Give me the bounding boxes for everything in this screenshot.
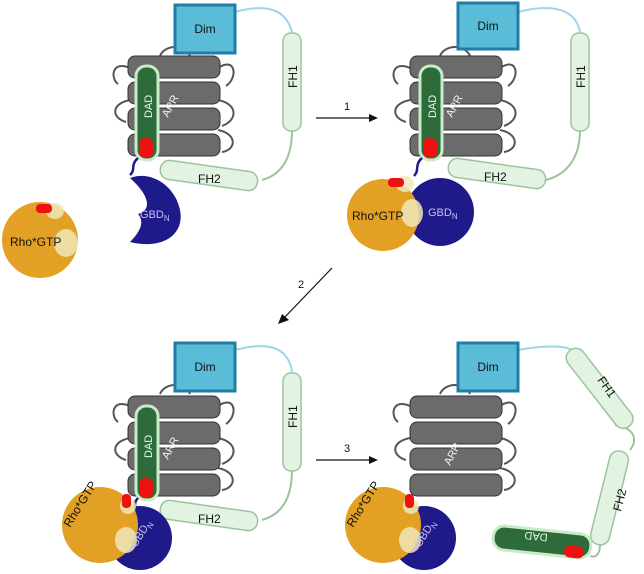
fh2-label: FH2 xyxy=(484,170,507,184)
fh1-label: FH1 xyxy=(574,65,588,88)
gbd-label: GBDN xyxy=(140,209,170,223)
dim-domain xyxy=(173,341,237,393)
dad-label: DAD xyxy=(427,95,439,118)
rho-gtp: Rho*GTP xyxy=(344,479,421,563)
dim-label: Dim xyxy=(194,22,215,36)
dim-fh1-linker xyxy=(234,7,293,33)
fh2-domain xyxy=(447,157,547,190)
step-2-label: 2 xyxy=(298,279,304,291)
rho-gtp-label: Rho*GTP xyxy=(352,209,403,223)
dim-label: Dim xyxy=(477,360,498,374)
step-1: 1 xyxy=(316,101,378,122)
dad-basic-patch xyxy=(139,138,153,158)
fh2-domain xyxy=(159,499,259,532)
switch-region xyxy=(54,229,78,257)
rho-contact-patch xyxy=(36,204,52,213)
fh1-fh2-linker xyxy=(261,129,293,181)
switch-region xyxy=(115,527,137,553)
dad-basic-patch xyxy=(139,478,153,498)
rho-gtp-label: Rho*GTP xyxy=(10,235,61,249)
rho-contact-patch xyxy=(122,494,131,508)
dim-domain xyxy=(456,341,520,393)
fh1-domain xyxy=(565,347,634,430)
arr-domain xyxy=(409,395,503,497)
fh1-domain xyxy=(282,372,302,472)
step-1-label: 1 xyxy=(344,101,350,113)
dim-domain xyxy=(456,1,520,51)
rho-gtp: Rho*GTP xyxy=(61,479,138,563)
fh2-domain xyxy=(589,450,630,546)
fh2-domain xyxy=(159,159,259,192)
gbd-domain xyxy=(130,175,181,245)
dad-basic-patch xyxy=(564,545,584,559)
fh1-label: FH1 xyxy=(286,405,300,428)
dad-domain xyxy=(134,404,160,502)
switch-region xyxy=(401,199,423,227)
panel-autoinhibited: ARR Dim FH1 FH2 DAD GBDN Rho*GTP xyxy=(2,3,302,278)
dim-label: Dim xyxy=(194,360,215,374)
step-3: 3 xyxy=(316,443,378,464)
dim-label: Dim xyxy=(477,19,498,33)
rho-contact-patch xyxy=(388,178,404,187)
fh2-label: FH2 xyxy=(610,487,629,513)
gbd-domain xyxy=(406,178,474,246)
dim-domain xyxy=(173,3,237,55)
gbd-label: GBDN xyxy=(428,207,458,221)
switch-region xyxy=(399,527,421,553)
rho-contact-patch xyxy=(405,494,414,508)
fh2-label: FH2 xyxy=(198,172,221,186)
dad-label: DAD xyxy=(143,95,155,118)
fh1-label: FH1 xyxy=(286,65,300,88)
rho-gtp-sphere xyxy=(347,179,419,251)
dad-label: DAD xyxy=(524,529,548,543)
step-3-label: 3 xyxy=(344,443,350,455)
dad-basic-patch xyxy=(423,138,437,158)
rho-gtp: Rho*GTP xyxy=(2,202,78,278)
fh1-domain xyxy=(570,32,590,132)
dad-domain xyxy=(418,64,444,162)
dad-domain xyxy=(134,64,160,162)
dad-label: DAD xyxy=(143,435,155,458)
panel-activated: ARR Dim FH1 FH2 DAD Rho*GTP GBDN xyxy=(344,341,636,570)
step-2: 2 xyxy=(278,267,333,324)
panel-rho-bound: ARR Dim FH1 FH2 DAD GBDN Rho*GTP xyxy=(347,1,590,251)
rho-gtp-sphere xyxy=(2,202,78,278)
fh2-label: FH2 xyxy=(198,512,221,526)
rho-gtp: Rho*GTP xyxy=(347,176,423,251)
fh1-domain xyxy=(282,32,302,132)
panel-dad-displaced: ARR Dim FH1 FH2 DAD Rho*GTP GBDN xyxy=(61,341,302,570)
